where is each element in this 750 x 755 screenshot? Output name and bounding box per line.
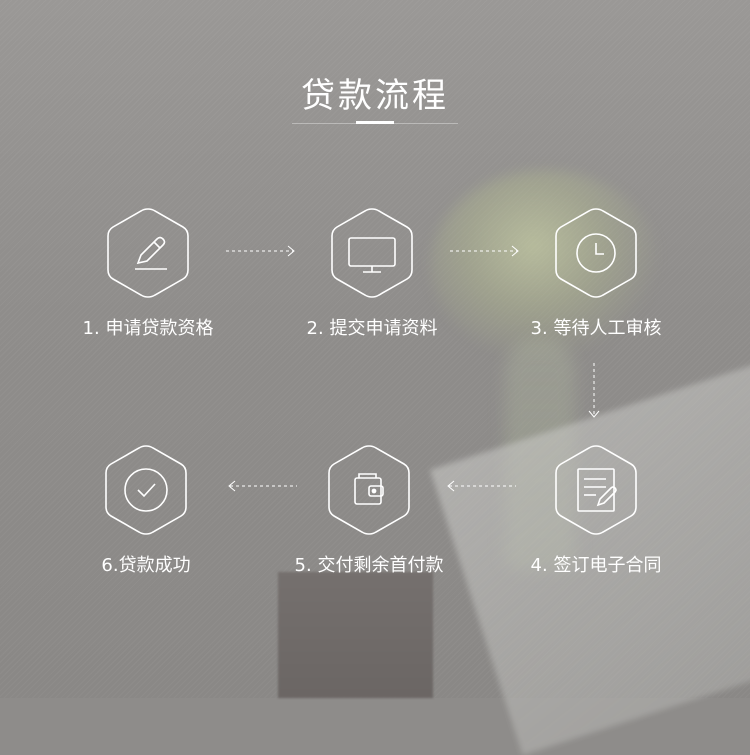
page-title: 贷款流程 (301, 76, 449, 116)
checkmark-icon (124, 468, 168, 512)
title-accent-bar (356, 121, 394, 124)
hexagon-frame (103, 443, 189, 537)
wallet-icon (354, 473, 384, 505)
document-icon (577, 468, 617, 512)
background-flower (430, 170, 660, 360)
step-label: 4. 签订电子合同 (530, 555, 662, 576)
hexagon-frame (105, 206, 191, 300)
step-label: 3. 等待人工审核 (530, 318, 662, 339)
arrow-left-icon (445, 479, 517, 493)
hexagon-frame (553, 443, 639, 537)
hexagon-frame (326, 443, 412, 537)
arrow-right-icon (449, 244, 521, 258)
hexagon-frame (329, 206, 415, 300)
background-lamp (278, 572, 433, 698)
hexagon-frame (553, 206, 639, 300)
step-label: 5. 交付剩余首付款 (294, 555, 444, 576)
arrow-down-icon (587, 362, 601, 420)
step-label: 1. 申请贷款资格 (82, 318, 214, 339)
monitor-icon (348, 237, 396, 273)
pen-icon (135, 236, 167, 270)
step-label: 6.贷款成功 (101, 555, 191, 576)
clock-icon (576, 233, 616, 273)
step-label: 2. 提交申请资料 (306, 318, 438, 339)
arrow-left-icon (226, 479, 298, 493)
arrow-right-icon (225, 244, 297, 258)
